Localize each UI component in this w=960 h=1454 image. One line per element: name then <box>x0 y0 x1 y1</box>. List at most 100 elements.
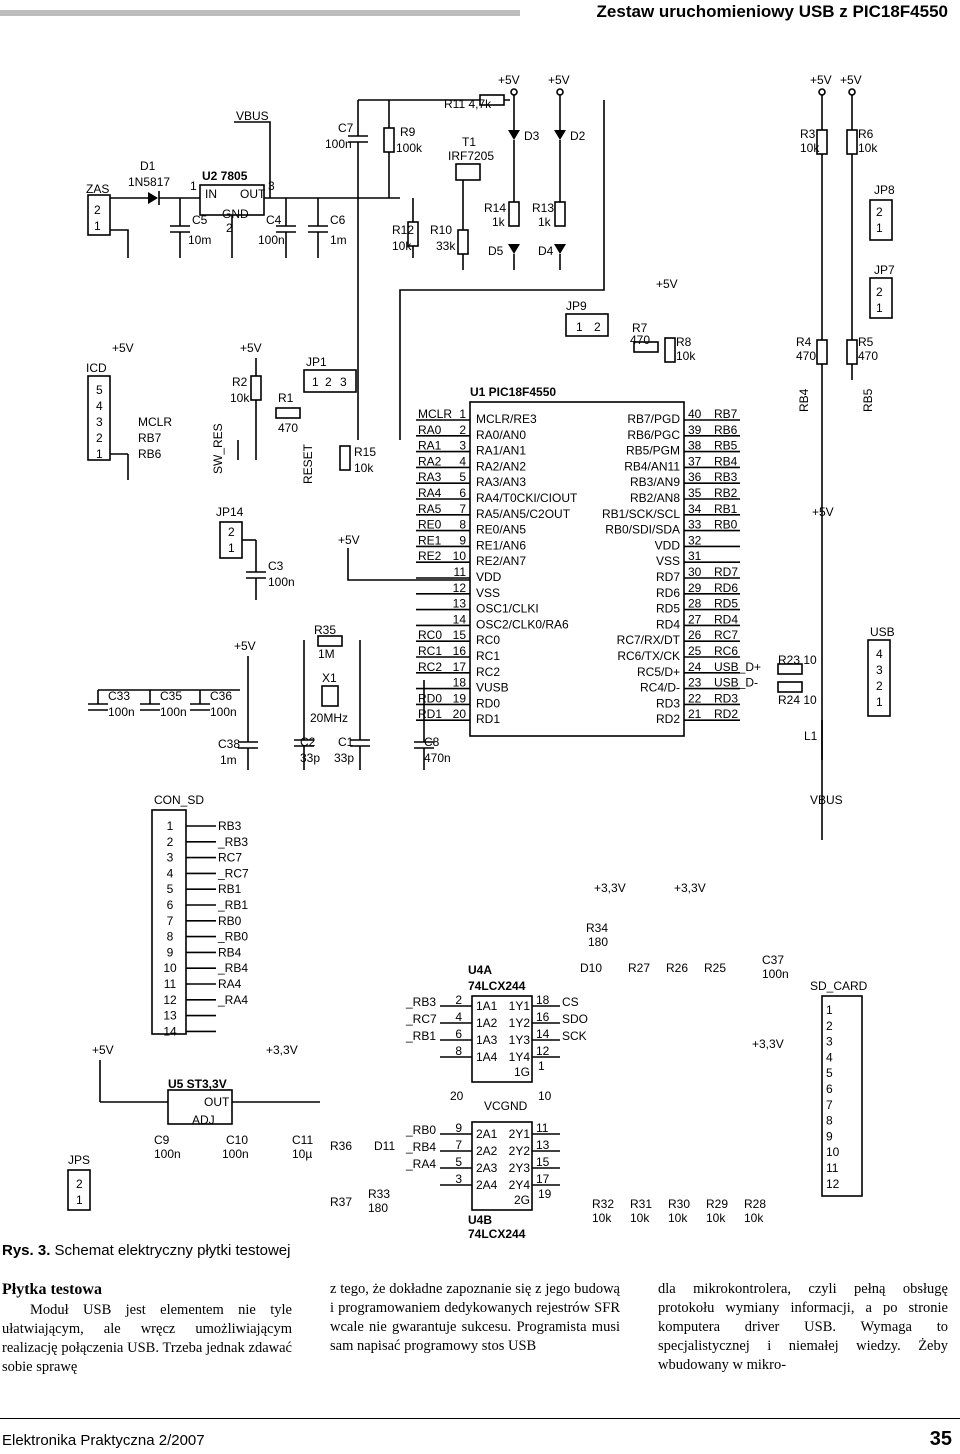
u1-left-pin-number: 7 <box>459 502 466 516</box>
con-sd-pin-number: 11 <box>164 977 177 991</box>
u1-left-pin-function: RC0 <box>476 633 500 647</box>
u1-left-pin-number: 9 <box>459 533 466 547</box>
u1-right-pin-number: 29 <box>688 581 702 595</box>
u1-left-pin-number: 14 <box>453 612 467 626</box>
sd-card-pin-number: 5 <box>826 1066 833 1080</box>
u4b-output-name: 2Y3 <box>509 1161 531 1175</box>
u1-right-pin-function: RB0/SDI/SDA <box>605 523 680 537</box>
svg-text:180: 180 <box>368 1201 388 1215</box>
svg-text:10k: 10k <box>858 141 878 155</box>
con-sd-net-label: RB3 <box>218 819 242 833</box>
svg-text:3: 3 <box>96 415 103 429</box>
svg-text:3: 3 <box>340 375 347 389</box>
sd-card-pin-number: 1 <box>826 1003 833 1017</box>
u1-right-pin-function: VSS <box>656 554 680 568</box>
svg-text:R4: R4 <box>796 335 812 349</box>
svg-text:R27: R27 <box>628 961 650 975</box>
u1-left-pin-number: 8 <box>459 518 466 532</box>
u4a-input-pin: 2 <box>455 993 462 1007</box>
con-sd-pin-number: 4 <box>167 866 174 880</box>
u4a-gate-label: 1G <box>514 1065 530 1079</box>
svg-text:2: 2 <box>876 205 883 219</box>
u1-left-pin-number: 13 <box>453 597 467 611</box>
svg-text:2: 2 <box>226 221 233 235</box>
svg-text:SW_RES: SW_RES <box>211 423 225 474</box>
svg-text:ADJ: ADJ <box>192 1113 215 1127</box>
u1-left-pin-number: 20 <box>453 707 467 721</box>
svg-text:RB4: RB4 <box>797 388 811 412</box>
resistor-r11 <box>479 94 505 106</box>
u1-left-pin-function: VUSB <box>476 681 509 695</box>
svg-text:+3,3V: +3,3V <box>752 1037 784 1051</box>
article-column-1: Płytka testowa Moduł USB jest elementem … <box>2 1280 292 1377</box>
svg-text:R15: R15 <box>354 445 376 459</box>
svg-text:+5V: +5V <box>656 277 678 291</box>
regulator-u5 <box>167 1089 233 1125</box>
svg-text:R33: R33 <box>368 1187 390 1201</box>
u4b-input-pin: 7 <box>455 1138 462 1152</box>
svg-text:MCLR: MCLR <box>138 415 172 429</box>
u1-right-pin-number: 36 <box>688 470 702 484</box>
svg-text:JP14: JP14 <box>216 505 244 519</box>
svg-text:C35: C35 <box>160 689 182 703</box>
con-sd-net-label: RB1 <box>218 882 242 896</box>
svg-text:2: 2 <box>228 525 235 539</box>
u1-left-pin-function: RA4/T0CKI/CIOUT <box>476 491 578 505</box>
svg-text:SD_CARD: SD_CARD <box>810 979 868 993</box>
u4a-gate-pin: 1 <box>538 1059 545 1073</box>
u1-right-net-label: RB5 <box>714 439 738 453</box>
led-d5 <box>508 244 520 254</box>
u1-right-pin-number: 25 <box>688 644 702 658</box>
u1-right-pin-function: VDD <box>655 538 681 552</box>
svg-text:1N5817: 1N5817 <box>128 175 170 189</box>
svg-text:1: 1 <box>96 447 103 461</box>
svg-text:+5V: +5V <box>810 73 832 87</box>
svg-text:R37: R37 <box>330 1195 352 1209</box>
svg-text:C37: C37 <box>762 953 784 967</box>
svg-text:1: 1 <box>94 219 101 233</box>
svg-text:JP9: JP9 <box>566 299 587 313</box>
svg-text:C6: C6 <box>330 213 346 227</box>
u4b-output-pin: 15 <box>536 1155 550 1169</box>
con-sd-pin-number: 8 <box>167 930 174 944</box>
con-sd-pin-number: 13 <box>163 1009 177 1023</box>
u4a-output-net: CS <box>562 995 579 1009</box>
svg-text:100n: 100n <box>154 1147 181 1161</box>
u1-right-pin-function: RC4/D- <box>640 681 680 695</box>
crystal-x1 <box>321 685 339 707</box>
u1-right-net-label: RD2 <box>714 707 738 721</box>
u1-left-net-label: RC2 <box>418 660 442 674</box>
u4a-output-pin: 14 <box>536 1027 550 1041</box>
con-sd-pin-number: 14 <box>163 1024 177 1038</box>
u1-right-net-label: RC6 <box>714 644 738 658</box>
svg-text:1: 1 <box>876 221 883 235</box>
svg-text:20MHz: 20MHz <box>310 711 348 725</box>
u1-left-pin-function: RA5/AN5/C2OUT <box>476 507 571 521</box>
svg-text:100n: 100n <box>325 137 352 151</box>
u1-left-pin-number: 6 <box>459 486 466 500</box>
svg-text:10k: 10k <box>800 141 820 155</box>
resistor-r14 <box>508 201 520 227</box>
u1-left-pin-function: OSC1/CLKI <box>476 602 539 616</box>
u1-right-pin-function: RD2 <box>656 712 680 726</box>
chip-u4a <box>471 995 533 1083</box>
u1-right-net-label: RC7 <box>714 628 738 642</box>
u1-right-net-label: USB_D- <box>714 676 758 690</box>
sd-card-pin-number: 4 <box>826 1050 833 1064</box>
svg-text:1: 1 <box>76 1193 83 1207</box>
u1-left-net-label: RC0 <box>418 628 442 642</box>
svg-text:C4: C4 <box>266 213 282 227</box>
svg-text:2: 2 <box>876 679 883 693</box>
u1-right-net-label: RD7 <box>714 565 738 579</box>
svg-text:2: 2 <box>96 431 103 445</box>
u1-left-pin-function: RA0/AN0 <box>476 428 526 442</box>
u4a-output-net: SCK <box>562 1029 587 1043</box>
u1-right-pin-number: 32 <box>688 533 702 547</box>
svg-text:1M: 1M <box>318 647 335 661</box>
con-sd-net-label: _RB0 <box>217 930 248 944</box>
u4a-input-net: _RB3 <box>405 995 436 1009</box>
article-paragraph-2: z tego, że dokładne zapoznanie się z jeg… <box>330 1281 620 1354</box>
svg-text:4: 4 <box>876 647 883 661</box>
svg-text:20: 20 <box>450 1089 464 1103</box>
svg-text:1: 1 <box>228 541 235 555</box>
